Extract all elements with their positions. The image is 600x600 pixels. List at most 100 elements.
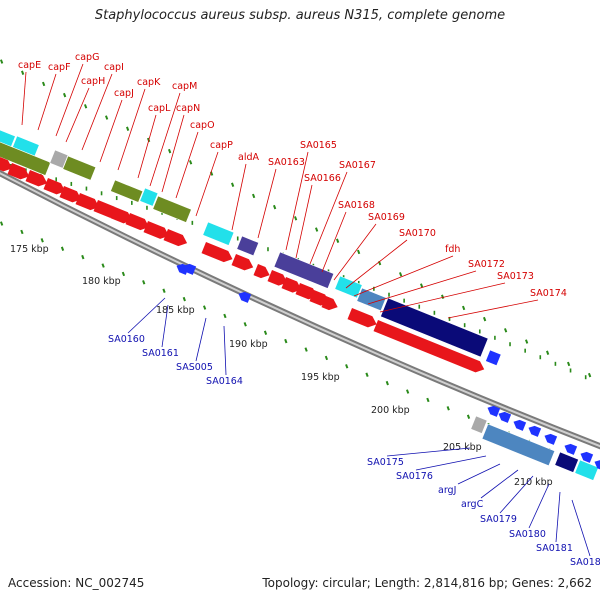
leader-line [415,455,487,471]
gene-label-forward: SA0170 [399,228,436,239]
scale-dot [223,313,227,319]
scale-dot [121,271,126,277]
scale-dot [440,294,445,299]
gene-label-reverse: SA0176 [396,471,433,482]
leader-line [257,168,277,239]
leader-line [37,73,57,131]
scale-dot [162,288,166,293]
leader-line [117,88,146,171]
scale-dot [231,182,235,187]
scale-dot [251,193,256,199]
leader-line [295,184,313,259]
cog-block [110,179,144,203]
ruler-tick [236,236,239,241]
leader-line [457,463,501,485]
ruler-tick [418,304,421,309]
gene-label-forward: SA0167 [339,160,376,171]
cog-block [62,155,97,181]
label-leaders [21,63,591,557]
gene-label-forward: SA0169 [368,212,405,223]
scale-dot [503,328,508,333]
ruler-tick [70,181,73,186]
scale-dot [525,339,529,344]
scale-dot [294,216,298,221]
scale-dot [243,322,247,327]
scale-dot [0,221,4,226]
ruler-tick [100,191,103,196]
scale-dot [182,296,186,302]
leader-line [223,325,227,376]
forward-cds-arrow [43,178,66,195]
scale-dot [426,397,430,403]
ruler-tick [85,186,88,191]
scale-dot [105,115,109,120]
scale-dot [385,380,389,386]
leader-line [379,282,506,313]
forward-cds-arrow [110,207,133,224]
reverse-cds-arrow [238,291,252,303]
gene-label-reverse: SA0182 [570,557,600,568]
leader-line [285,151,309,251]
leader-line [353,255,454,297]
gene-label-forward: capN [176,103,200,114]
forward-cds-arrow [75,193,100,211]
forward-cds-arrow [347,308,377,328]
gene-label-forward: capP [210,140,233,151]
leader-line [21,71,27,126]
reverse-cds-arrow [528,425,542,437]
scale-dot [446,406,450,411]
gene-label-forward: fdh [445,244,460,255]
kbp-label: 190 kbp [229,339,268,350]
scale-dot [546,350,550,355]
gene-label-reverse: SA0160 [108,334,145,345]
cog-block [554,451,579,473]
forward-cds-arrow [7,163,30,180]
scale-dot [0,59,4,64]
scale-dot [345,364,349,369]
cog-block [0,139,52,176]
ruler-tick [539,355,542,360]
ruler-tick [131,200,133,205]
leader-line [571,499,591,557]
leader-line [367,270,477,305]
scale-dot [567,361,571,367]
leader-line [81,73,113,151]
ruler-tick [373,286,375,291]
cog-block [481,423,556,467]
gene-label-forward: capG [75,52,99,63]
gene-label-forward: SA0163 [268,157,305,168]
reverse-cds-arrow [498,411,512,423]
ruler-tick [554,361,557,366]
leader-line [127,297,166,334]
scale-dot [101,263,105,268]
forward-cds-arrow [231,254,254,271]
scale-dot [399,272,403,277]
scale-dot [482,316,487,322]
scale-dot [462,305,466,311]
reverse-cds-arrow [544,433,558,445]
gene-label-forward: aldA [238,152,259,163]
reverse-cds-arrow [183,263,197,275]
scale-dot [20,229,24,235]
ruler-tick [115,196,118,201]
leader-line [345,239,408,289]
scale-dot [126,126,130,131]
leader-line [447,299,539,319]
ruler-tick [569,368,572,373]
gene-label-forward: SA0172 [468,259,505,270]
map-title: Staphylococcus aureus subsp. aureus N315… [94,8,506,23]
scale-dot [588,372,592,378]
gene-label-reverse: SA0181 [536,543,573,554]
ruler-tick [463,323,466,328]
topology-text: Topology: circular; Length: 2,814,816 bp… [262,576,592,590]
gene-label-reverse: argJ [438,485,456,496]
gene-label-forward: SA0166 [304,173,341,184]
reverse-cds-arrow [564,443,578,455]
cog-block [574,459,599,481]
gene-label-forward: SA0165 [300,140,337,151]
scale-dot [324,355,329,361]
scale-dot [60,246,65,251]
scale-dot [40,238,44,243]
leader-line [231,163,247,231]
